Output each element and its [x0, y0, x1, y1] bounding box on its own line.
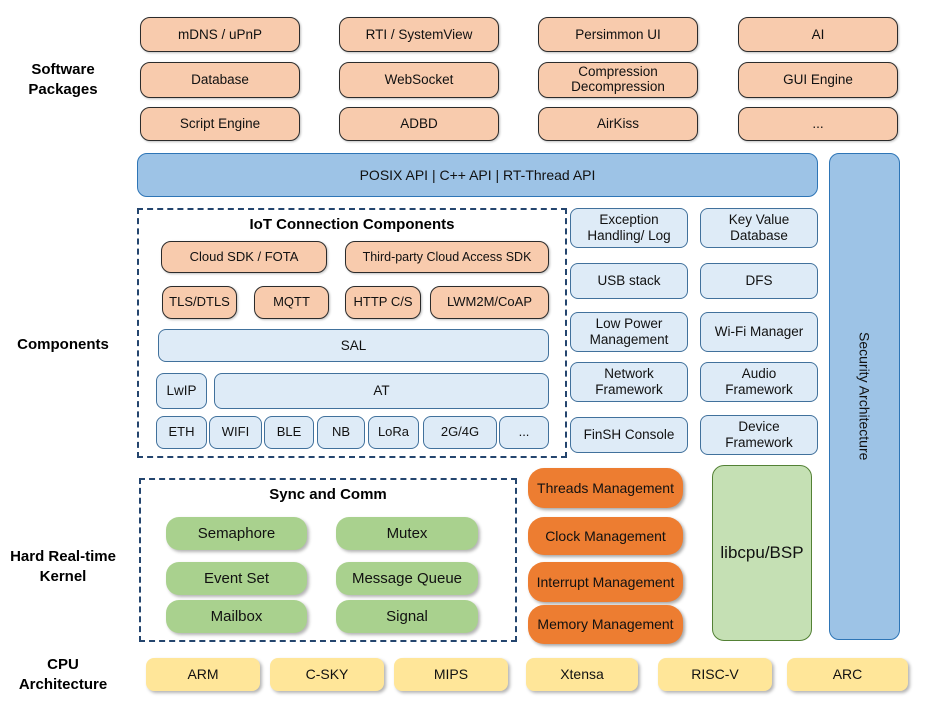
section-label-components: Components	[17, 336, 109, 353]
components-grid: Exception Handling/ Log Key Value Databa…	[570, 208, 818, 456]
sync-box: Semaphore	[166, 517, 307, 550]
iot-box-cloud-sdk: Cloud SDK / FOTA	[161, 241, 327, 273]
iot-box-third-party: Third-party Cloud Access SDK	[345, 241, 549, 273]
sync-box: Mailbox	[166, 600, 307, 633]
cpu-box: ARC	[787, 658, 908, 691]
package-box: Persimmon UI	[538, 17, 698, 52]
component-box: Key Value Database	[700, 208, 818, 248]
iot-box-protocol: HTTP C/S	[345, 286, 421, 319]
component-box: Device Framework	[700, 415, 818, 455]
iot-box-protocol: TLS/DTLS	[162, 286, 237, 319]
component-box: Wi-Fi Manager	[700, 312, 818, 352]
package-box: Database	[140, 62, 300, 98]
component-box: Low Power Management	[570, 312, 688, 352]
iot-link-box: 2G/4G	[423, 416, 497, 449]
package-box: RTI / SystemView	[339, 17, 499, 52]
section-label-software-packages: Software Packages	[28, 61, 98, 98]
component-box: Network Framework	[570, 362, 688, 402]
sync-box: Message Queue	[336, 562, 478, 595]
package-box: Script Engine	[140, 107, 300, 141]
package-box: Compression Decompression	[538, 62, 698, 98]
iot-link-box: ...	[499, 416, 549, 449]
package-box: WebSocket	[339, 62, 499, 98]
cpu-box: ARM	[146, 658, 260, 691]
package-box: AI	[738, 17, 898, 52]
api-bar: POSIX API | C++ API | RT-Thread API	[137, 153, 818, 197]
kernel-mgmt-box: Memory Management	[528, 605, 683, 644]
cpu-box: MIPS	[394, 658, 508, 691]
libcpu-bsp-box: libcpu/BSP	[712, 465, 812, 641]
iot-box-sal: SAL	[158, 329, 549, 362]
iot-link-box: NB	[317, 416, 365, 449]
component-box: Audio Framework	[700, 362, 818, 402]
iot-box-protocol: MQTT	[254, 286, 329, 319]
iot-link-box: ETH	[156, 416, 207, 449]
component-box: Exception Handling/ Log	[570, 208, 688, 248]
package-box: ADBD	[339, 107, 499, 141]
iot-group-title: IoT Connection Components	[249, 216, 455, 233]
component-box: FinSH Console	[570, 417, 688, 453]
sync-and-comm-group: Sync and Comm Semaphore Mutex Event Set …	[139, 478, 517, 642]
kernel-mgmt-box: Interrupt Management	[528, 562, 683, 602]
iot-link-box: WIFI	[209, 416, 262, 449]
iot-box-at: AT	[214, 373, 549, 409]
cpu-box: C-SKY	[270, 658, 384, 691]
package-box: GUI Engine	[738, 62, 898, 98]
iot-link-box: LoRa	[368, 416, 419, 449]
kernel-mgmt-box: Threads Management	[528, 468, 683, 508]
component-box: DFS	[700, 263, 818, 299]
package-box: ...	[738, 107, 898, 141]
sync-group-title: Sync and Comm	[269, 486, 387, 503]
sync-box: Mutex	[336, 517, 478, 550]
package-box: mDNS / uPnP	[140, 17, 300, 52]
cpu-box: RISC-V	[658, 658, 772, 691]
security-architecture-bar: Security Architecture	[829, 153, 900, 640]
iot-link-box: BLE	[264, 416, 314, 449]
sync-box: Signal	[336, 600, 478, 633]
iot-box-protocol: LWM2M/CoAP	[430, 286, 549, 319]
iot-box-lwip: LwIP	[156, 373, 207, 409]
sync-box: Event Set	[166, 562, 307, 595]
package-box: AirKiss	[538, 107, 698, 141]
component-box: USB stack	[570, 263, 688, 299]
iot-connection-group: IoT Connection Components Cloud SDK / FO…	[137, 208, 567, 458]
cpu-box: Xtensa	[526, 658, 638, 691]
kernel-mgmt-box: Clock Management	[528, 517, 683, 555]
section-label-kernel: Hard Real-time Kernel	[10, 548, 116, 585]
section-label-cpu: CPU Architecture	[18, 656, 108, 693]
